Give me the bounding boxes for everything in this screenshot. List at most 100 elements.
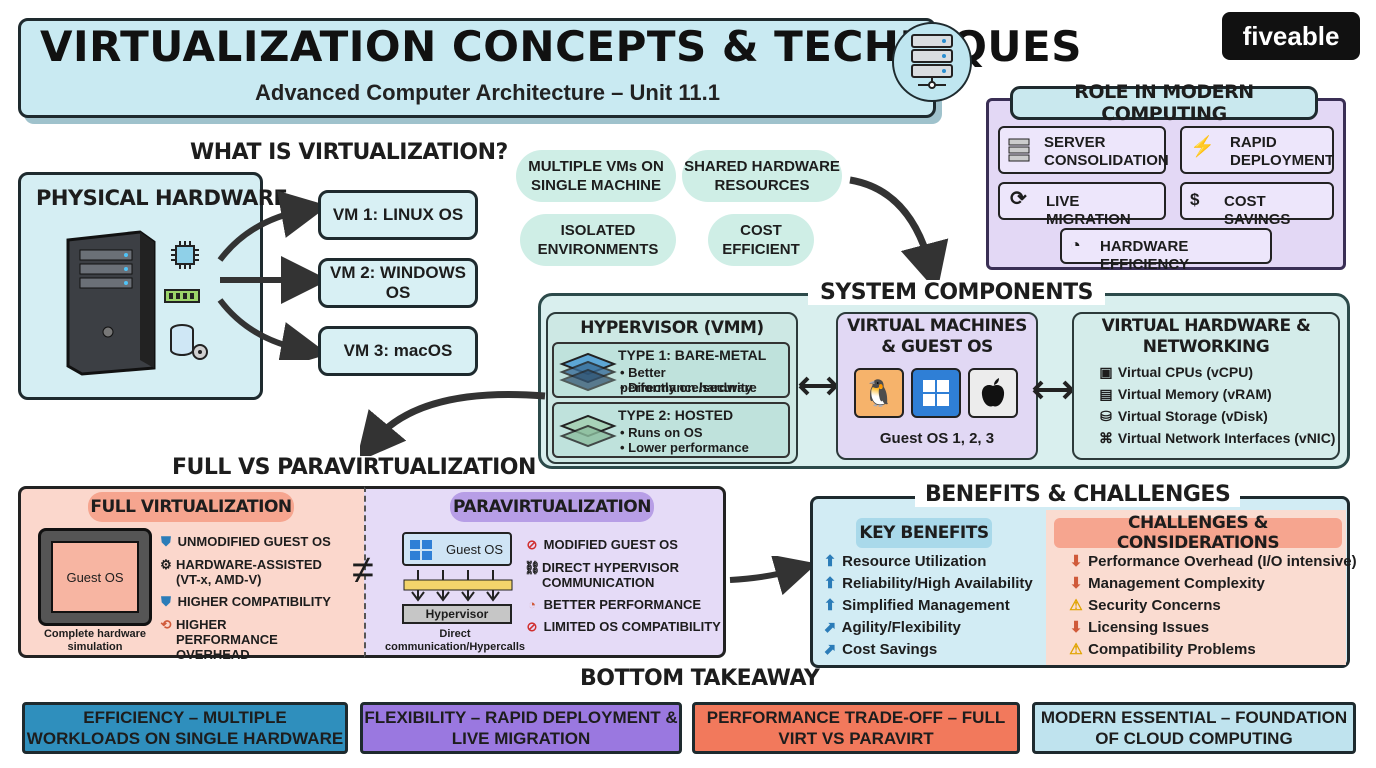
- sync-arrows-icon: ⟳: [1010, 188, 1027, 210]
- storage-settings-icon: [168, 322, 210, 367]
- vm-linux: VM 1: LINUX OS: [318, 190, 478, 240]
- para-point-performance: ◔ BETTER PERFORMANCE: [524, 597, 701, 612]
- trait-multiple-vms: MULTIPLE VMs ON SINGLE MACHINE: [516, 150, 676, 202]
- guest-os-caption: Guest OS 1, 2, 3: [879, 430, 995, 447]
- chip-icon: ▣: [1099, 364, 1113, 380]
- vhw-vram: ▤ Virtual Memory (vRAM): [1099, 386, 1272, 402]
- fiveable-logo[interactable]: fiveable: [1222, 12, 1360, 60]
- not-equal-sign: ≠: [352, 548, 374, 592]
- hosted-layers-icon: [559, 414, 617, 448]
- ram-module-icon: [164, 288, 200, 311]
- takeaway-performance: PERFORMANCE TRADE-OFF – FULL VIRT VS PAR…: [692, 702, 1020, 754]
- physical-hardware-label: PHYSICAL HARDWARE: [36, 186, 288, 210]
- key-benefits-label: KEY BENEFITS: [856, 518, 992, 548]
- takeaway-modern: MODERN ESSENTIAL – FOUNDATION OF CLOUD C…: [1032, 702, 1356, 754]
- down-arrow-icon: ⬇: [1069, 553, 1083, 570]
- benefit-item: ⬆ Simplified Management: [823, 597, 1010, 614]
- gears-icon: ⚙: [160, 557, 172, 572]
- warning-icon: ⚠: [1069, 641, 1083, 658]
- hyp-vm-double-arrow: [798, 376, 838, 396]
- para-caption: Direct communication/Hypercalls: [385, 628, 525, 653]
- diagonal-arrow-icon: ⬈: [823, 641, 837, 658]
- vm-windows: VM 2: WINDOWS OS: [318, 258, 478, 308]
- para-point-modified: ⊘ MODIFIED GUEST OS: [524, 537, 678, 553]
- cpu-chip-icon: [170, 240, 200, 275]
- vm-macos: VM 3: macOS: [318, 326, 478, 376]
- type2-card: TYPE 2: HOSTED • Runs on OS • Lower perf…: [552, 402, 790, 458]
- takeaway-title: BOTTOM TAKEAWAY: [580, 666, 820, 691]
- type1-card: TYPE 1: BARE-METAL • Better performance/…: [552, 342, 790, 398]
- role-hardware-efficiency: ◔ HARDWARE EFFICIENCY: [1060, 228, 1272, 273]
- bare-metal-layers-icon: [559, 352, 617, 392]
- server-icon: [1008, 138, 1030, 167]
- vhw-vdisk: ⛁ Virtual Storage (vDisk): [1098, 408, 1268, 425]
- challenge-item: ⬇ Licensing Issues: [1069, 619, 1210, 636]
- link-icon: ⛓: [524, 560, 541, 575]
- down-arrow-icon: ⬇: [1069, 619, 1083, 636]
- up-arrow-icon: ⬆: [823, 553, 837, 570]
- para-point-limited: ⊘ LIMITED OS COMPATIBILITY: [524, 619, 721, 635]
- hypervisor-title: HYPERVISOR (VMM): [580, 318, 764, 338]
- components-to-fvp-arrow: [360, 390, 546, 456]
- full-point-hw-assisted: ⚙ HARDWARE-ASSISTED (VT-x, AMD-V): [158, 557, 322, 587]
- dollar-hand-icon: $: [1190, 190, 1200, 209]
- full-point-overhead: ⟲ HIGHER PERFORMANCE OVERHEAD: [158, 617, 278, 662]
- full-point-unmodified: ⛊ UNMODIFIED GUEST OS: [158, 534, 331, 550]
- para-hypervisor: Hypervisor: [402, 604, 512, 624]
- apple-logo-icon: [968, 368, 1018, 418]
- fvp-title: FULL VS PARAVIRTUALIZATION: [172, 455, 536, 480]
- up-arrow-icon: ⬆: [823, 597, 837, 614]
- traits-to-components-arrow: [849, 176, 949, 280]
- trait-cost-efficient: COST EFFICIENT: [708, 214, 814, 266]
- title-banner: [18, 18, 936, 118]
- vm-hw-double-arrow: [1032, 380, 1074, 400]
- page-subtitle: Advanced Computer Architecture – Unit 11…: [255, 80, 720, 105]
- memory-icon: ▤: [1099, 386, 1113, 402]
- virtual-hardware-title: VIRTUAL HARDWARE & NETWORKING: [1101, 316, 1311, 357]
- prohibited-icon: ⊘: [526, 537, 538, 552]
- prohibited-icon: ⊘: [526, 619, 538, 634]
- link-icon: ⟲: [160, 617, 172, 632]
- benefits-title: BENEFITS & CHALLENGES: [915, 482, 1241, 507]
- role-server-consolidation: SERVER CONSOLIDATION: [998, 126, 1169, 174]
- role-live-migration: ⟳ LIVE MIGRATION: [998, 182, 1166, 228]
- challenge-item: ⬇ Performance Overhead (I/O intensive): [1069, 553, 1357, 570]
- benefit-item: ⬆ Reliability/High Availability: [823, 575, 1033, 592]
- linux-tux-icon: 🐧: [854, 368, 904, 418]
- what-is-title: WHAT IS VIRTUALIZATION?: [190, 140, 508, 165]
- lightning-icon: ⚡: [1190, 136, 1215, 158]
- trait-isolated: ISOLATED ENVIRONMENTS: [520, 214, 676, 266]
- full-caption: Complete hardware simulation: [43, 628, 147, 653]
- gauge-icon: ◔: [528, 597, 536, 612]
- benefit-item: ⬈ Agility/Flexibility: [823, 619, 961, 636]
- full-point-compat: ⛊ HIGHER COMPATIBILITY: [158, 594, 331, 610]
- gauge-icon: ◔: [1070, 235, 1081, 255]
- windows-logo-icon: [911, 368, 961, 418]
- full-virt-frame: Guest OS: [38, 528, 152, 626]
- virtual-machines-title: VIRTUAL MACHINES & GUEST OS: [847, 316, 1027, 357]
- benefit-item: ⬆ Resource Utilization: [823, 553, 987, 570]
- shield-icon: ⛊: [161, 534, 171, 549]
- para-guest-os: Guest OS: [402, 532, 512, 566]
- challenge-item: ⬇ Management Complexity: [1069, 575, 1265, 592]
- fvp-to-benefits-arrow: [729, 556, 810, 596]
- network-icon: ⌘: [1099, 430, 1113, 446]
- role-title: ROLE IN MODERN COMPUTING: [1010, 81, 1318, 125]
- full-guest-os: Guest OS: [51, 541, 139, 613]
- diagonal-arrow-icon: ⬈: [823, 619, 837, 636]
- system-components-title: SYSTEM COMPONENTS: [808, 280, 1105, 305]
- server-rack-icon: [892, 22, 972, 102]
- up-arrow-icon: ⬆: [823, 575, 837, 592]
- trait-shared-hardware: SHARED HARDWARE RESOURCES: [682, 150, 842, 202]
- takeaway-efficiency: EFFICIENCY – MULTIPLE WORKLOADS ON SINGL…: [22, 702, 348, 754]
- challenge-item: ⚠ Security Concerns: [1069, 597, 1221, 614]
- hardware-to-vm-arrows: [217, 190, 320, 360]
- vhw-vnic: ⌘ Virtual Network Interfaces (vNIC): [1099, 430, 1336, 446]
- down-arrow-icon: ⬇: [1069, 575, 1083, 592]
- role-rapid-deployment: ⚡ RAPID DEPLOYMENT: [1180, 126, 1334, 174]
- virtual-hardware-panel: [1072, 312, 1340, 460]
- warning-icon: ⚠: [1069, 597, 1083, 614]
- vhw-vcpu: ▣ Virtual CPUs (vCPU): [1099, 364, 1253, 380]
- takeaway-flexibility: FLEXIBILITY – RAPID DEPLOYMENT & LIVE MI…: [360, 702, 682, 754]
- server-tower-icon: [58, 228, 208, 383]
